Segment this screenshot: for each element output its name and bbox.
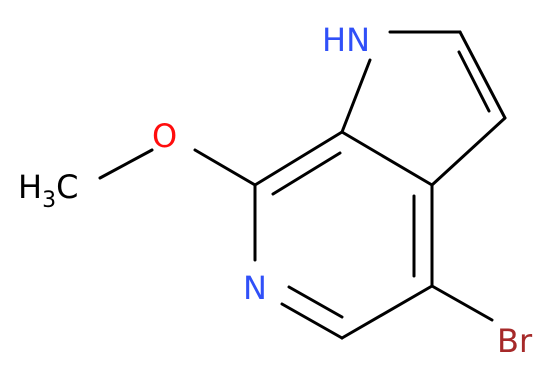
atom-br: Br bbox=[497, 322, 533, 360]
bond-o-ch3 bbox=[98, 148, 154, 180]
bonds bbox=[98, 30, 507, 340]
bond-c4-br bbox=[430, 284, 494, 322]
bond-c7-c7a-inner bbox=[271, 151, 342, 196]
atom-n: N bbox=[243, 269, 267, 307]
atom-ch3: H3C bbox=[18, 168, 78, 213]
bond-c5-n6 bbox=[280, 302, 344, 340]
bond-c7-c7a bbox=[253, 130, 344, 187]
bond-c2-c3-inner bbox=[457, 50, 491, 113]
atom-o: O bbox=[152, 117, 177, 155]
bond-c2-c3 bbox=[458, 30, 507, 120]
atom-labels: HN O H3C N Br bbox=[18, 21, 533, 360]
bond-c7a-nh bbox=[340, 58, 372, 134]
bond-c4-c5 bbox=[340, 284, 434, 340]
bond-c3-c3a bbox=[430, 116, 507, 187]
atom-nh: HN bbox=[322, 21, 370, 59]
bond-c5-n6-inner bbox=[287, 285, 344, 319]
bond-c7a-c3a bbox=[340, 130, 434, 187]
bond-c7-o bbox=[193, 148, 257, 187]
